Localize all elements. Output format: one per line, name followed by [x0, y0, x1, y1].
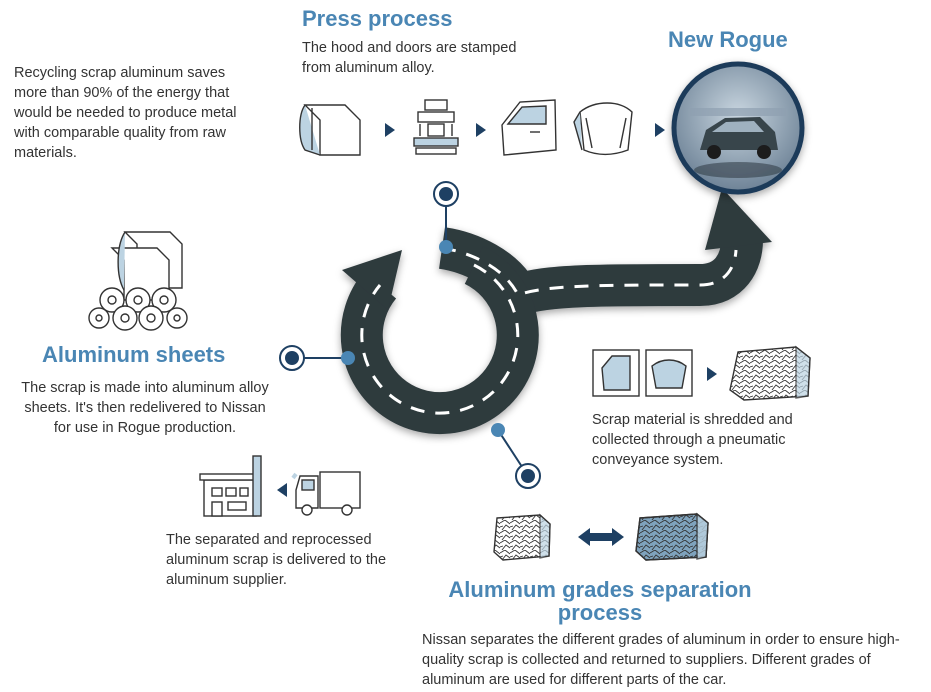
separation-title-line1: Aluminum grades separation — [448, 577, 752, 602]
marker-press — [433, 181, 459, 254]
arrow-icon — [707, 367, 717, 381]
hood-panel-icon — [645, 349, 693, 397]
separation-title-line2: process — [557, 600, 643, 625]
press-process-text: The hood and doors are stamped from alum… — [302, 40, 517, 76]
scrap-block-icon — [493, 513, 551, 561]
sorted-scrap-icon — [635, 512, 709, 561]
new-rogue-title: New Rogue — [668, 27, 788, 52]
shredded-scrap-icon — [729, 345, 811, 401]
aluminum-sheets-title: Aluminum sheets — [42, 342, 226, 367]
shred-text: Scrap material is shredded and collected… — [592, 412, 793, 468]
aluminum-rolls-icon — [88, 231, 188, 331]
press-process-title: Press process — [302, 6, 453, 31]
car-hood-icon — [573, 102, 633, 156]
door-panel-icon — [592, 349, 640, 397]
marker-sheets — [279, 345, 355, 371]
arrow-icon — [277, 483, 287, 497]
nissan-rogue-photo — [671, 61, 805, 195]
arrow-icon — [476, 123, 486, 137]
press-machine-icon — [413, 99, 459, 155]
truck-icon — [291, 471, 361, 516]
factory-icon — [199, 455, 262, 517]
car-door-icon — [501, 99, 557, 156]
arrow-icon — [655, 123, 665, 137]
separation-title: Aluminum grades separation process — [420, 578, 780, 624]
delivery-text: The separated and reprocessed aluminum s… — [166, 532, 387, 588]
intro-text: Recycling scrap aluminum saves more than… — [14, 65, 237, 161]
marker-separation — [491, 423, 541, 489]
arrow-icon — [385, 123, 395, 137]
double-arrow-icon — [578, 528, 624, 546]
aluminum-sheet-icon — [299, 104, 361, 156]
separation-text: Nissan separates the different grades of… — [422, 632, 900, 688]
aluminum-sheets-text: The scrap is made into aluminum alloy sh… — [21, 380, 269, 436]
road-center-dashes — [360, 246, 738, 415]
